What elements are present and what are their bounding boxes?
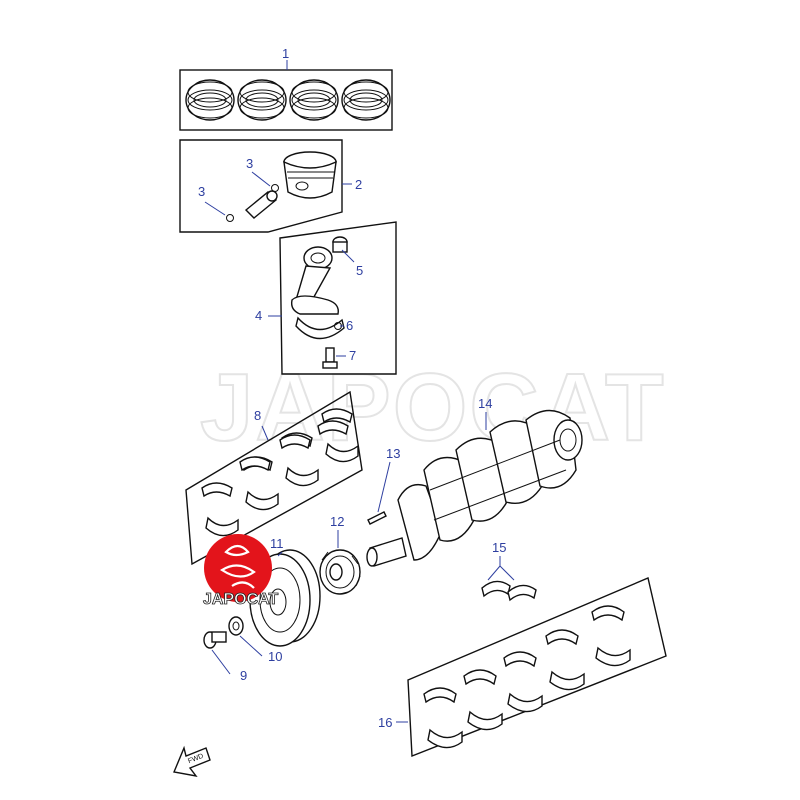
logo-text: JAPOCAT [203,591,278,608]
callout-3a: 3 [246,156,253,171]
callout-7: 7 [349,348,356,363]
thrust-bearings[interactable] [481,580,537,602]
timing-sprocket[interactable] [319,549,361,595]
connecting-rod-group[interactable] [279,221,397,375]
callout-1: 1 [282,46,289,61]
callout-9: 9 [240,668,247,683]
pulley-washer[interactable] [228,616,244,636]
watermark: JAPOCAT [200,354,666,461]
main-bearings-group[interactable] [407,577,667,758]
callout-4: 4 [255,308,262,323]
callout-6: 6 [346,318,353,333]
callout-16: 16 [378,715,392,730]
callout-12: 12 [330,514,344,529]
crankshaft[interactable] [366,409,583,567]
callout-10: 10 [268,649,282,664]
conrod-bearings-group[interactable] [185,390,363,566]
callout-14: 14 [478,396,492,411]
forward-arrow-icon: FWD [173,745,211,778]
piston-group[interactable] [179,139,343,233]
callout-8: 8 [254,408,261,423]
callout-13: 13 [386,446,400,461]
callout-15: 15 [492,540,506,555]
pulley-bolt[interactable] [203,631,227,649]
crankshaft-key[interactable] [367,511,387,525]
callout-5: 5 [356,263,363,278]
callout-11: 11 [270,536,284,551]
callout-3b: 3 [198,184,205,199]
japocat-logo[interactable]: JAPOCAT [203,534,279,608]
piston-rings-group[interactable] [179,69,393,131]
callout-2: 2 [355,177,362,192]
